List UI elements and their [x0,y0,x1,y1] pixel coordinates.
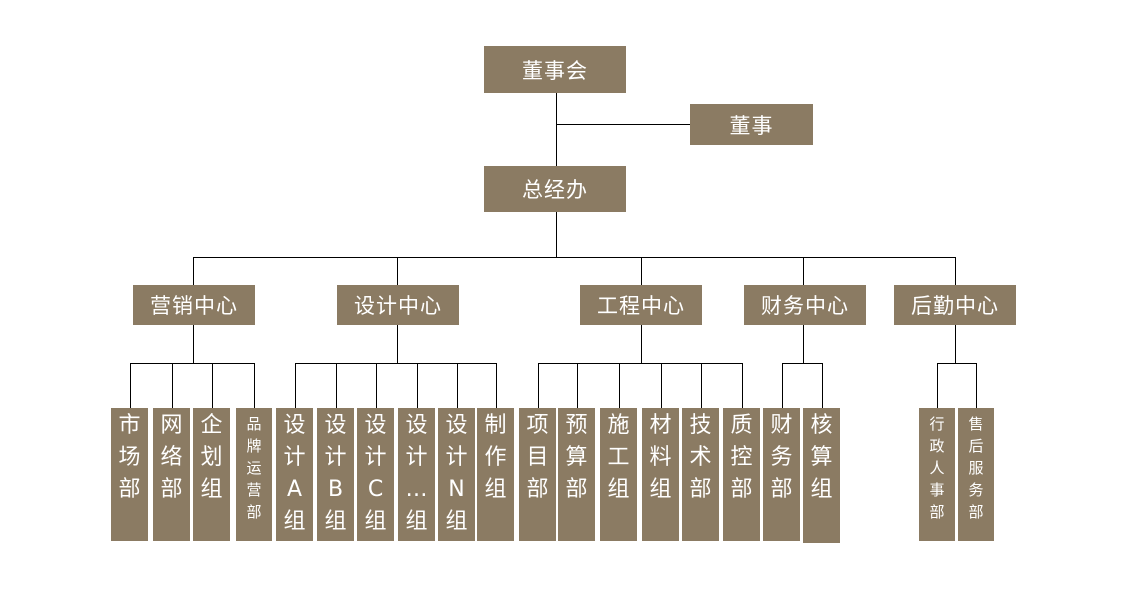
center-box: 营销中心 [133,285,255,325]
connector-center-drop [803,257,804,285]
connector-dept-stem [193,325,194,363]
connector-dept-drop [661,363,662,408]
connector-dept-stem [397,325,398,363]
connector-director [556,124,690,125]
connector-dept-bus [937,363,977,364]
connector-board-gm [556,93,557,166]
department-box: 预算部 [558,408,595,541]
connector-dept-drop [701,363,702,408]
gm-office-box: 总经办 [484,166,626,212]
connector-dept-drop [976,363,977,408]
connector-dept-bus [295,363,497,364]
connector-dept-stem [641,325,642,363]
director-box: 董事 [690,104,813,145]
connector-dept-drop [212,363,213,408]
board-box: 董事会 [484,46,626,93]
department-box: 制作组 [477,408,514,541]
connector-center-drop [641,257,642,285]
department-box: 施工组 [600,408,637,541]
connector-dept-drop [130,363,131,408]
department-box: 项目部 [519,408,556,541]
connector-dept-drop [336,363,337,408]
connector-dept-bus [130,363,255,364]
department-box: 材料组 [642,408,679,541]
connector-dept-drop [822,363,823,408]
connector-center-drop [955,257,956,285]
connector-center-drop [193,257,194,285]
connector-dept-drop [538,363,539,408]
connector-dept-drop [295,363,296,408]
department-box: 财务部 [763,408,800,541]
connector-center-bus [193,257,956,258]
connector-dept-drop [417,363,418,408]
connector-dept-drop [172,363,173,408]
department-box: 技术部 [682,408,719,541]
department-box: 售后服务部 [958,408,994,541]
connector-dept-drop [254,363,255,408]
center-box: 设计中心 [337,285,459,325]
connector-dept-drop [937,363,938,408]
connector-dept-drop [742,363,743,408]
department-box: 设计…组 [398,408,435,541]
connector-dept-bus [538,363,743,364]
department-box: 网络部 [153,408,190,541]
department-box: 行政人事部 [919,408,955,541]
connector-dept-drop [496,363,497,408]
center-box: 工程中心 [580,285,702,325]
connector-dept-bus [782,363,823,364]
connector-gm-down [556,212,557,257]
department-box: 核算组 [803,408,840,543]
department-box: 质控部 [723,408,760,541]
connector-dept-drop [782,363,783,408]
connector-dept-drop [376,363,377,408]
center-box: 财务中心 [744,285,866,325]
connector-dept-stem [955,325,956,363]
connector-dept-stem [803,325,804,363]
center-box: 后勤中心 [894,285,1016,325]
department-box: 企划组 [193,408,230,541]
connector-center-drop [397,257,398,285]
department-box: 品牌运营部 [236,408,272,541]
connector-dept-drop [577,363,578,408]
connector-dept-drop [457,363,458,408]
department-box: 市场部 [111,408,148,541]
connector-dept-drop [619,363,620,408]
